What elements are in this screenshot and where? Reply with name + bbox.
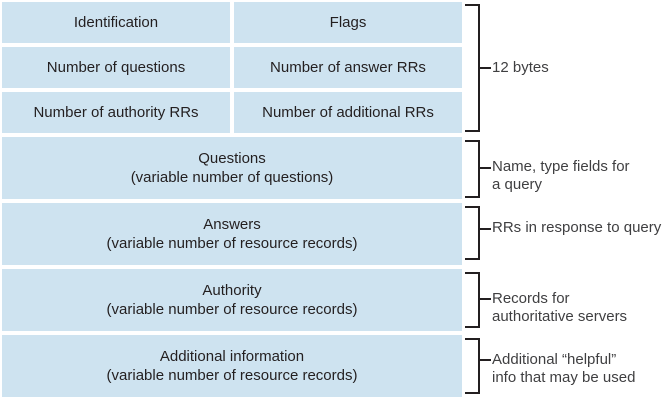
- cell-identification: Identification: [2, 2, 230, 43]
- section-subtitle: (variable number of resource records): [106, 301, 358, 318]
- annotation-12-bytes: 12 bytes: [492, 59, 549, 77]
- section-title: Additional information: [159, 348, 305, 365]
- cell-num-additional-rrs: Number of additional RRs: [234, 92, 462, 133]
- annotation-line: info that may be used: [492, 369, 636, 386]
- section-title: Questions: [198, 150, 266, 167]
- annotation-answers: RRs in response to query: [492, 219, 661, 237]
- cell-additional-info: Additional information (variable number …: [2, 335, 462, 397]
- section-subtitle: (variable number of resource records): [106, 235, 358, 252]
- annotation-line: RRs in response to query: [492, 219, 662, 236]
- annotation-authority: Records for authoritative servers: [492, 290, 627, 326]
- cell-num-authority-rrs: Number of authority RRs: [2, 92, 230, 133]
- table-row-questions: Questions (variable number of questions): [2, 137, 462, 199]
- annotation-connector: [478, 167, 491, 169]
- message-format-table: Identification Flags Number of questions…: [2, 2, 462, 397]
- cell-questions: Questions (variable number of questions): [2, 137, 462, 199]
- table-row-answers: Answers (variable number of resource rec…: [2, 203, 462, 265]
- bracket-questions: [465, 140, 480, 198]
- bracket-authority: [465, 272, 480, 328]
- cell-answers: Answers (variable number of resource rec…: [2, 203, 462, 265]
- annotation-line: 12 bytes: [492, 59, 549, 76]
- table-row-header-2: Number of questions Number of answer RRs: [2, 47, 462, 88]
- bracket-answers: [465, 206, 480, 260]
- table-row-additional-info: Additional information (variable number …: [2, 335, 462, 397]
- cell-num-questions: Number of questions: [2, 47, 230, 88]
- annotation-line: authoritative servers: [492, 308, 628, 325]
- section-title: Answers: [203, 216, 261, 233]
- annotation-additional-info: Additional “helpful” info that may be us…: [492, 351, 635, 387]
- annotation-questions: Name, type fields for a query: [492, 158, 630, 194]
- section-title: Authority: [202, 282, 262, 299]
- annotation-connector: [478, 228, 491, 230]
- table-row-authority: Authority (variable number of resource r…: [2, 269, 462, 331]
- bracket-additional-info: [465, 338, 480, 394]
- annotation-line: Additional “helpful”: [492, 351, 617, 368]
- annotation-connector: [478, 359, 491, 361]
- cell-authority: Authority (variable number of resource r…: [2, 269, 462, 331]
- section-subtitle: (variable number of questions): [130, 169, 334, 186]
- table-row-header-1: Identification Flags: [2, 2, 462, 43]
- table-row-header-3: Number of authority RRs Number of additi…: [2, 92, 462, 133]
- annotation-connector: [478, 298, 491, 300]
- annotation-line: Records for: [492, 290, 570, 307]
- annotation-line: a query: [492, 176, 543, 193]
- annotation-connector: [478, 67, 491, 69]
- section-subtitle: (variable number of resource records): [106, 367, 358, 384]
- annotation-line: Name, type fields for: [492, 158, 630, 175]
- cell-flags: Flags: [234, 2, 462, 43]
- cell-num-answer-rrs: Number of answer RRs: [234, 47, 462, 88]
